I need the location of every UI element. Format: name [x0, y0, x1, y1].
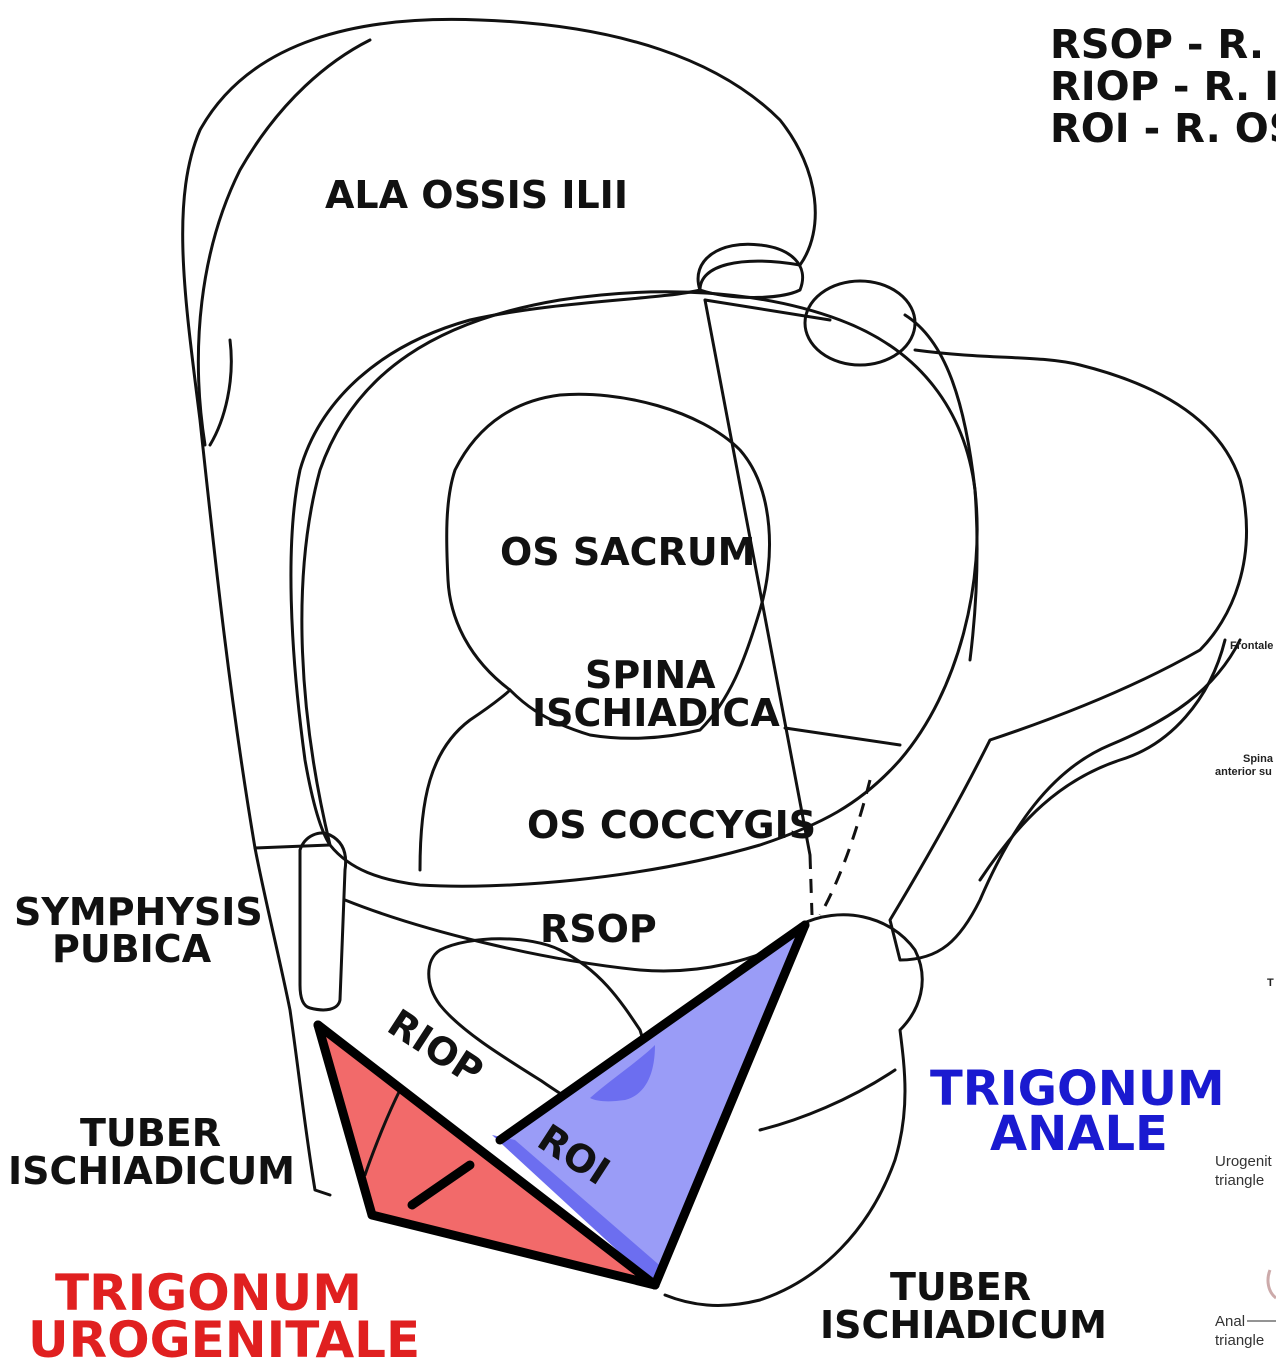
label-spina-2: ISCHIADICA [532, 691, 780, 735]
label-os-coccygis: OS COCCYGIS [527, 803, 816, 847]
ala-inner-contour-2 [210, 340, 231, 445]
legend-line-3: ROI - R. OS [1050, 106, 1276, 152]
legend-line-1: RSOP - R. S [1050, 22, 1276, 68]
label-tuber-right-2: ISCHIADICUM [820, 1303, 1107, 1347]
label-trigonum-urogenitale-2: UROGENITALE [28, 1311, 420, 1360]
side-urogenital-2: triangle [1215, 1172, 1264, 1189]
label-symphysis-2: PUBICA [52, 927, 212, 971]
side-anal-1: Anal [1215, 1313, 1245, 1330]
side-spina-2: anterior su [1215, 766, 1272, 778]
tuber-internal-arc [760, 1070, 895, 1130]
label-trigonum-anale-2: ANALE [990, 1106, 1168, 1162]
right-ischial-limb [890, 350, 1246, 960]
side-anal-2: triangle [1215, 1332, 1264, 1349]
symphysis-bar [300, 833, 346, 1010]
side-urogenital-1: Urogenit [1215, 1153, 1273, 1170]
side-t: T [1267, 977, 1274, 989]
sacrospinous-line [705, 300, 810, 855]
label-ala-ossis-ilii: ALA OSSIS ILII [325, 173, 628, 217]
label-os-sacrum: OS SACRUM [500, 530, 756, 574]
right-ischial-limb-inner [980, 640, 1225, 880]
side-spina-1: Spina [1243, 753, 1274, 765]
coccyx-outline [420, 690, 510, 870]
side-image-edge [1268, 1270, 1276, 1298]
pelvic-inlet-ring [302, 292, 977, 886]
legend-line-2: RIOP - R. II [1050, 64, 1276, 110]
side-panel-fragment: Frontale Spina anterior su T Urogenit tr… [1215, 640, 1276, 1349]
label-tuber-left-2: ISCHIADICUM [8, 1149, 295, 1193]
spina-line [785, 728, 900, 745]
acetabulum-knob [805, 281, 915, 365]
ala-inner-contour [198, 40, 370, 445]
side-frontale: Frontale [1230, 640, 1273, 652]
label-rsop: RSOP [540, 907, 657, 951]
label-riop: RIOP [380, 1001, 491, 1094]
sacrotuberous-dashed [810, 780, 870, 915]
